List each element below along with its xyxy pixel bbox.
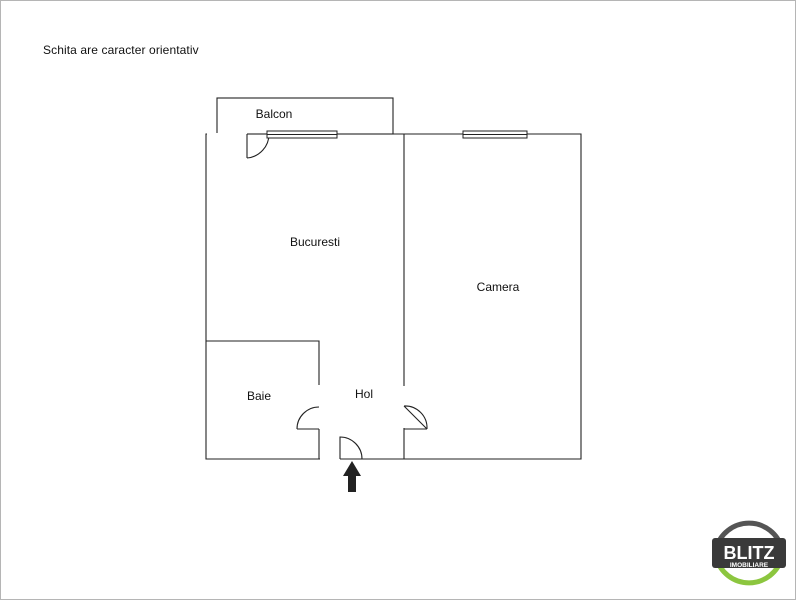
bedroom-door-swing	[403, 405, 428, 430]
bathroom-door	[296, 406, 320, 430]
blitz-logo: BLITZ IMOBILIARE	[712, 518, 786, 588]
entrance-door-gap	[320, 457, 340, 461]
living-outline	[205, 133, 405, 460]
balcony-door	[246, 133, 270, 159]
disclaimer-note: Schita are caracter orientativ	[43, 43, 199, 57]
room-label-camera: Camera	[477, 280, 520, 294]
logo-plate	[712, 538, 786, 568]
balcony-outline	[216, 97, 394, 135]
logo-name: BLITZ	[724, 543, 775, 563]
bathroom-wall	[206, 340, 320, 385]
room-label-balcon: Balcon	[256, 107, 293, 121]
logo-subtitle: IMOBILIARE	[730, 562, 769, 569]
bedroom-door-gap	[402, 386, 406, 428]
entrance-door	[339, 436, 363, 460]
entrance-arrow-icon	[343, 461, 361, 492]
balcony-door-gap	[207, 133, 247, 136]
bedroom-outline	[404, 133, 582, 460]
room-label-hol: Hol	[355, 387, 373, 401]
room-label-baie: Baie	[247, 389, 271, 403]
room-label-bucuresti: Bucuresti	[290, 235, 340, 249]
